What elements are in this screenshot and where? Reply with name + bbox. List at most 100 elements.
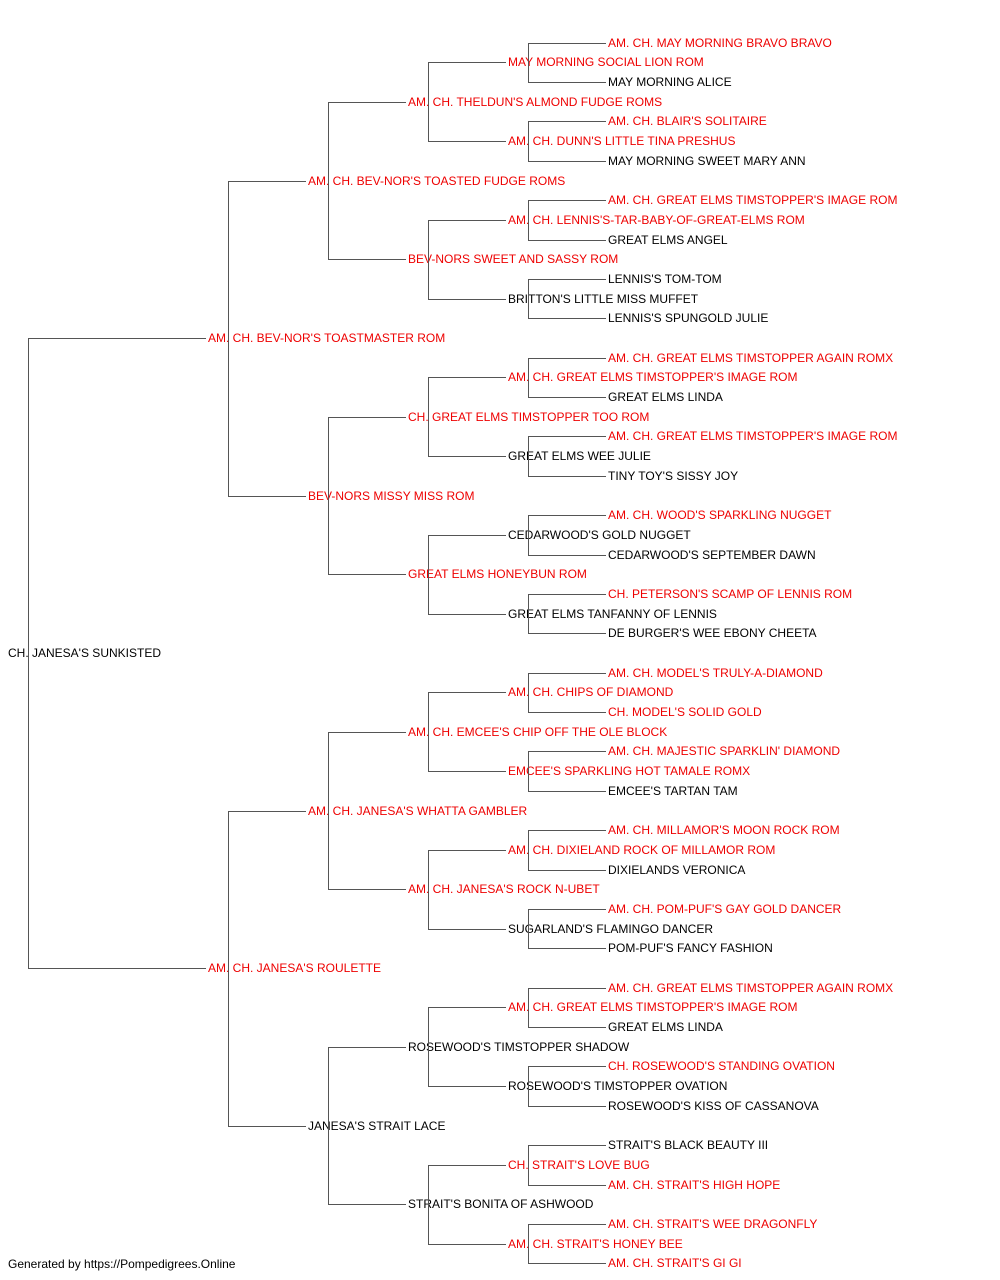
connector-line [328,731,406,733]
connector-line [428,534,506,536]
gg-grandparent-name: SUGARLAND'S FLAMINGO DANCER [508,921,713,936]
connector-line [528,42,529,84]
connector-line [528,1184,606,1186]
connector-line [528,790,606,792]
gg-grandparent-name: GREAT ELMS WEE JULIE [508,449,651,464]
great-grandparent-name: AM. CH. EMCEE'S CHIP OFF THE OLE BLOCK [408,724,668,739]
connector-line [328,574,406,576]
connector-line [328,731,329,891]
connector-line [528,948,606,950]
ggg-grandparent-name: GREAT ELMS LINDA [608,390,723,405]
gg-grandparent-name: AM. CH. GREAT ELMS TIMSTOPPER'S IMAGE RO… [508,1000,798,1015]
connector-line [528,239,606,241]
ggg-grandparent-name: AM. CH. WOOD'S SPARKLING NUGGET [608,508,832,523]
connector-line [328,101,406,103]
ggg-grandparent-name: AM. CH. MAY MORNING BRAVO BRAVO [608,35,832,50]
great-grandparent-name: ROSEWOOD'S TIMSTOPPER SHADOW [408,1039,630,1054]
ggg-grandparent-name: AM. CH. GREAT ELMS TIMSTOPPER'S IMAGE RO… [608,429,898,444]
gg-grandparent-name: CEDARWOOD'S GOLD NUGGET [508,527,691,542]
connector-line [428,1007,506,1009]
connector-line [428,1164,506,1166]
connector-line [528,200,606,202]
connector-line [428,1086,506,1088]
connector-line [528,121,606,123]
connector-line [528,515,606,517]
great-grandparent-name: GREAT ELMS HONEYBUN ROM [408,567,587,582]
ggg-grandparent-name: AM. CH. POM-PUF'S GAY GOLD DANCER [608,901,842,916]
ggg-grandparent-name: LENNIS'S TOM-TOM [608,271,722,286]
grandparent-name: JANESA'S STRAIT LACE [308,1118,446,1133]
gg-grandparent-name: MAY MORNING SOCIAL LION ROM [508,55,704,70]
ggg-grandparent-name: GREAT ELMS ANGEL [608,232,728,247]
connector-line [528,908,529,950]
connector-line [228,180,306,182]
gg-grandparent-name: ROSEWOOD'S TIMSTOPPER OVATION [508,1079,728,1094]
connector-line [428,298,506,300]
great-grandparent-name: AM. CH. JANESA'S ROCK N-UBET [408,882,600,897]
connector-line [528,830,606,832]
gg-grandparent-name: AM. CH. STRAIT'S HONEY BEE [508,1236,683,1251]
connector-line [328,101,329,261]
ggg-grandparent-name: TINY TOY'S SISSY JOY [608,468,739,483]
connector-line [528,633,606,635]
connector-line [328,1046,329,1206]
ggg-grandparent-name: AM. CH. STRAIT'S HIGH HOPE [608,1177,781,1192]
connector-line [28,338,29,969]
connector-line [528,278,529,320]
connector-line [28,968,206,969]
grandparent-name: AM. CH. BEV-NOR'S TOASTED FUDGE ROMS [308,173,566,188]
ggg-grandparent-name: AM. CH. STRAIT'S WEE DRAGONFLY [608,1216,818,1231]
connector-line [428,377,429,458]
connector-line [528,82,606,84]
great-grandparent-name: BEV-NORS SWEET AND SASSY ROM [408,252,619,267]
connector-line [428,219,429,300]
connector-line [528,1027,606,1029]
ggg-grandparent-name: AM. CH. GREAT ELMS TIMSTOPPER AGAIN ROMX [608,350,894,365]
connector-line [528,830,529,871]
connector-line [528,475,606,477]
ggg-grandparent-name: CEDARWOOD'S SEPTEMBER DAWN [608,547,816,562]
ggg-grandparent-name: DE BURGER'S WEE EBONY CHEETA [608,626,817,641]
gg-grandparent-name: AM. CH. DUNN'S LITTLE TINA PRESHUS [508,134,736,149]
connector-line [528,1105,606,1107]
connector-line [428,849,429,930]
connector-line [228,1125,306,1127]
ggg-grandparent-name: AM. CH. MILLAMOR'S MOON ROCK ROM [608,823,840,838]
parent-name: AM. CH. BEV-NOR'S TOASTMASTER ROM [208,331,446,345]
connector-line [428,62,429,143]
connector-line [528,1066,606,1068]
connector-line [528,1066,529,1107]
connector-line [428,613,506,615]
connector-line [528,318,606,320]
connector-line [428,849,506,851]
connector-line [528,712,606,714]
connector-line [528,357,529,399]
ggg-grandparent-name: LENNIS'S SPUNGOLD JULIE [608,311,769,326]
ggg-grandparent-name: AM. CH. BLAIR'S SOLITAIRE [608,114,767,129]
gg-grandparent-name: AM. CH. GREAT ELMS TIMSTOPPER'S IMAGE RO… [508,370,798,385]
ggg-grandparent-name: AM. CH. GREAT ELMS TIMSTOPPER AGAIN ROMX [608,980,894,995]
gg-grandparent-name: CH. STRAIT'S LOVE BUG [508,1157,650,1172]
connector-line [428,62,506,64]
connector-line [428,928,506,930]
connector-line [528,436,529,477]
connector-line [228,180,229,497]
connector-line [428,534,429,615]
connector-line [428,771,506,773]
connector-line [528,987,606,989]
ggg-grandparent-name: MAY MORNING ALICE [608,75,732,90]
pedigree-subject: CH. JANESA'S SUNKISTED [8,646,161,660]
connector-line [528,1223,529,1265]
connector-line [428,456,506,458]
connector-line [428,377,506,379]
connector-line [528,751,606,753]
connector-line [528,908,606,910]
footer-credit: Generated by https://Pompedigrees.Online [8,1257,236,1271]
connector-line [228,810,229,1127]
gg-grandparent-name: AM. CH. LENNIS'S-TAR-BABY-OF-GREAT-ELMS … [508,212,805,227]
ggg-grandparent-name: AM. CH. MODEL'S TRULY-A-DIAMOND [608,665,823,680]
connector-line [328,1046,406,1048]
ggg-grandparent-name: POM-PUF'S FANCY FASHION [608,941,773,956]
connector-line [328,259,406,261]
connector-line [328,889,406,891]
